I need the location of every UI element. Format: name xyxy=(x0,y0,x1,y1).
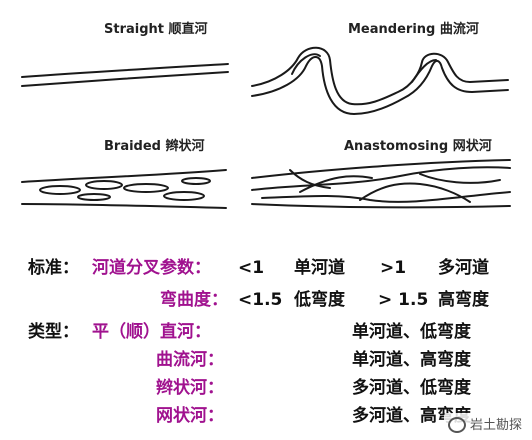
param1-high-desc: 多河道 xyxy=(438,258,489,278)
anast-bank-bottom xyxy=(251,203,511,209)
watermark-logo-icon xyxy=(447,417,466,433)
straight-river-bank-top xyxy=(21,63,229,78)
anast-bank-top xyxy=(251,159,511,179)
param2-low-desc: 低弯度 xyxy=(294,290,345,310)
braided-bar-5 xyxy=(163,191,205,201)
param1-low: <1 xyxy=(238,258,265,278)
type-desc-braided: 多河道、低弯度 xyxy=(352,378,471,398)
type-desc-meandering: 单河道、高弯度 xyxy=(352,350,471,370)
param1-high: >1 xyxy=(380,258,407,278)
meander-inner-bank xyxy=(251,56,509,116)
braided-bar-2 xyxy=(85,180,123,190)
meander-point-bar-1 xyxy=(291,53,321,75)
anast-channel-2 xyxy=(261,191,511,203)
braided-bank-top xyxy=(21,169,227,183)
anast-channel-1 xyxy=(251,166,511,191)
meander-outer-bank xyxy=(251,46,509,106)
braided-bar-4 xyxy=(123,183,169,193)
criteria-label: 标准： xyxy=(28,258,79,278)
anast-channel-5 xyxy=(419,173,501,184)
meander-point-bar-2 xyxy=(411,59,437,83)
anast-channel-6 xyxy=(289,169,331,189)
type-name-anastomosing: 网状河： xyxy=(156,406,224,426)
type-desc-anastomosing: 多河道、高弯度 xyxy=(352,406,471,426)
braided-bank-bottom xyxy=(21,203,227,209)
panel-title-straight: Straight 顺直河 xyxy=(104,22,208,37)
braided-bar-1 xyxy=(39,185,81,195)
param2-low: <1.5 xyxy=(238,290,283,310)
types-label: 类型： xyxy=(28,322,79,342)
watermark: 岩土勘探 xyxy=(443,412,526,434)
panel-title-braided: Braided 辫状河 xyxy=(104,139,205,154)
type-name-braided: 辫状河： xyxy=(156,378,224,398)
braided-bar-3 xyxy=(77,193,111,201)
panel-title-anastomosing: Anastomosing 网状河 xyxy=(344,139,492,154)
param1-low-desc: 单河道 xyxy=(294,258,345,278)
anast-channel-4 xyxy=(359,182,471,203)
type-name-meandering: 曲流河： xyxy=(156,350,224,370)
anast-channel-3 xyxy=(299,175,373,193)
braided-bar-6 xyxy=(181,177,211,185)
panel-title-meandering: Meandering 曲流河 xyxy=(348,22,479,37)
param2-high-desc: 高弯度 xyxy=(438,290,489,310)
param1-name: 河道分叉参数： xyxy=(92,258,211,278)
param2-high: > 1.5 xyxy=(378,290,429,310)
straight-river-bank-bottom xyxy=(21,71,229,87)
type-name-straight: 平（顺）直河： xyxy=(92,322,211,342)
type-desc-straight: 单河道、低弯度 xyxy=(352,322,471,342)
param2-name: 弯曲度： xyxy=(160,290,228,310)
watermark-text: 岩土勘探 xyxy=(469,417,522,433)
